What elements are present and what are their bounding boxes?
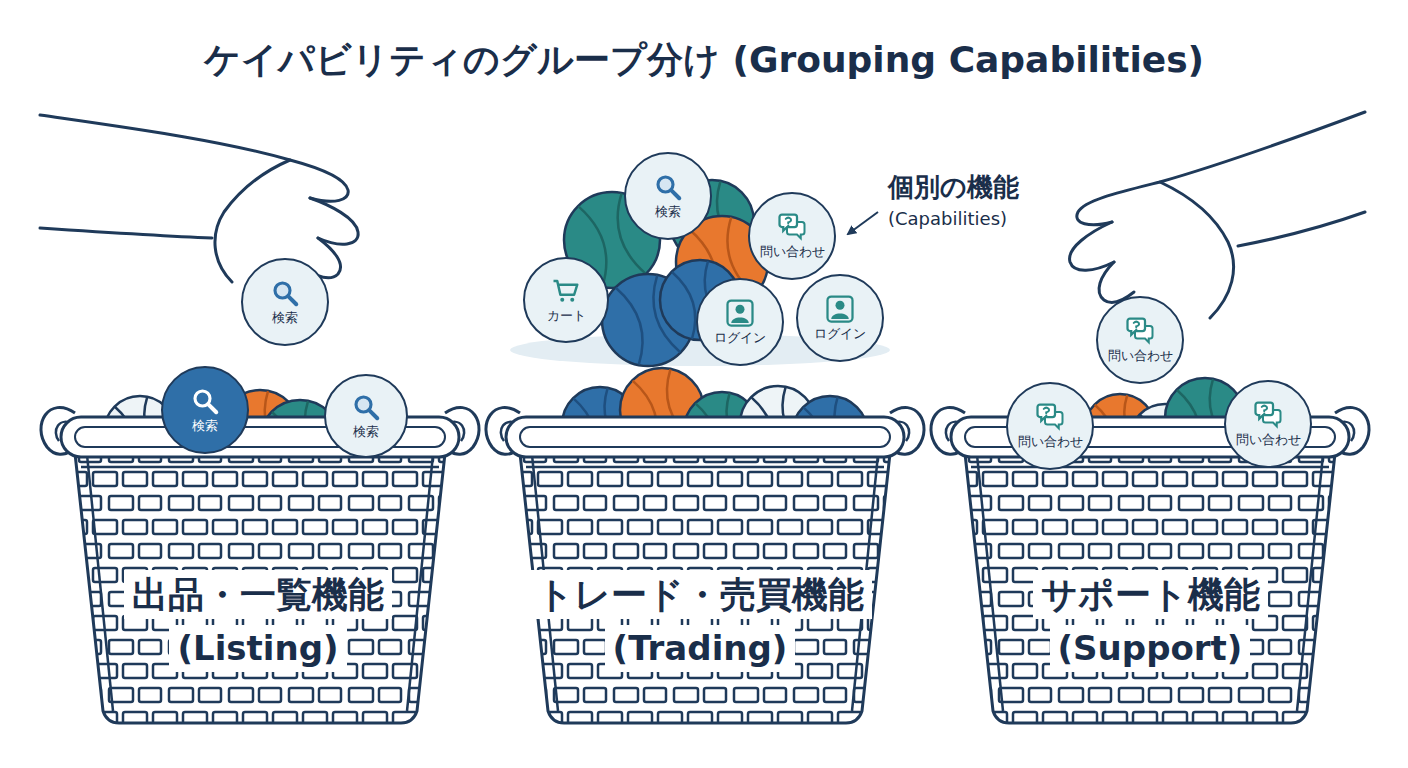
capability-ball: ログイン <box>796 274 884 362</box>
ball-label: 検索 <box>353 425 379 439</box>
question-dot <box>787 225 789 227</box>
basket-band <box>81 466 439 469</box>
ball-label: 検索 <box>655 205 681 219</box>
wheel <box>560 298 564 302</box>
handle <box>288 296 296 304</box>
head <box>836 301 845 310</box>
question-dot <box>1135 329 1137 331</box>
basket <box>931 407 1369 723</box>
body <box>831 314 849 320</box>
basket-rib <box>85 435 113 711</box>
basket-group <box>41 407 1369 723</box>
person-icon <box>825 294 855 324</box>
ask-icon <box>777 212 807 242</box>
basket-rib <box>407 435 435 711</box>
basket-rim-inner <box>520 427 890 447</box>
ask-icon <box>1035 402 1065 432</box>
ball-label: 検索 <box>192 419 218 433</box>
search-icon <box>190 386 220 416</box>
question-mark <box>1044 408 1049 414</box>
bubble <box>1038 405 1056 421</box>
person-icon <box>725 298 755 328</box>
ball-label: ログイン <box>714 331 766 345</box>
ball-label: 問い合わせ <box>1108 349 1173 363</box>
ball-label: カート <box>547 309 586 323</box>
group-subname: (Trading) <box>605 625 796 672</box>
ball-label: ログイン <box>814 327 866 341</box>
capability-ball: 問い合わせ <box>1224 380 1312 468</box>
capability-ball: 検索 <box>241 258 329 346</box>
capability-ball: ログイン <box>696 278 784 366</box>
ball-label: 検索 <box>272 311 298 325</box>
capability-ball: 検索 <box>624 152 712 240</box>
callout-label: (Capabilities) <box>888 208 1007 229</box>
frame <box>828 297 853 322</box>
capability-ball: カート <box>523 257 609 343</box>
ask-icon <box>1253 400 1283 430</box>
question-dot <box>1263 413 1265 415</box>
cart-icon <box>551 276 581 306</box>
frame <box>728 301 753 326</box>
group-basket: トレード・売買機能 (Trading) <box>529 570 872 672</box>
search-icon <box>351 392 381 422</box>
body <box>731 318 749 324</box>
diagram-title: ケイパビリティのグループ分け (Grouping Capabilities) <box>0 36 1408 85</box>
handle <box>208 404 216 412</box>
head <box>736 305 745 314</box>
capability-ball: 問い合わせ <box>1006 382 1094 470</box>
group-basket: サポート機能 (Support) <box>1033 570 1268 672</box>
basket-rib <box>1297 435 1325 711</box>
search-icon <box>270 278 300 308</box>
handle <box>671 190 679 198</box>
basket-rib <box>975 435 1003 711</box>
ball-label: 問い合わせ <box>760 245 825 259</box>
basket <box>486 407 924 723</box>
capability-ball: 検索 <box>161 366 249 454</box>
basket-band <box>526 466 884 469</box>
cart-frame <box>554 281 578 295</box>
ball-seam <box>616 288 643 365</box>
leader-line <box>848 212 878 234</box>
basket <box>41 407 479 723</box>
group-basket: 出品・一覧機能 (Listing) <box>124 570 392 672</box>
ball-seam <box>672 272 695 339</box>
basket-body <box>963 435 1337 723</box>
callout-label: 個別の機能 <box>888 170 1019 205</box>
basket-rim <box>506 417 904 457</box>
group-name: サポート機能 <box>1033 570 1268 619</box>
group-name: 出品・一覧機能 <box>124 570 392 619</box>
group-subname: (Listing) <box>169 625 346 672</box>
wheel <box>570 298 574 302</box>
search-icon <box>653 172 683 202</box>
handle <box>369 410 377 418</box>
question-mark <box>1134 322 1139 328</box>
capability-ball: 問い合わせ <box>1096 296 1184 384</box>
right-hand <box>1070 112 1365 318</box>
left-hand <box>40 115 358 282</box>
bubble <box>1128 319 1146 335</box>
question-mark <box>786 218 791 224</box>
basket-body <box>73 435 447 723</box>
ask-icon <box>1125 316 1155 346</box>
bubble <box>780 215 798 231</box>
capability-ball: 検索 <box>324 374 408 458</box>
ball-label: 問い合わせ <box>1236 433 1301 447</box>
bubble <box>1256 403 1274 419</box>
ball-label: 問い合わせ <box>1018 435 1083 449</box>
capability-ball: 問い合わせ <box>748 192 836 280</box>
question-mark <box>1262 406 1267 412</box>
group-name: トレード・売買機能 <box>529 570 872 619</box>
question-dot <box>1045 415 1047 417</box>
basket-body <box>518 435 892 723</box>
group-subname: (Support) <box>1050 625 1251 672</box>
